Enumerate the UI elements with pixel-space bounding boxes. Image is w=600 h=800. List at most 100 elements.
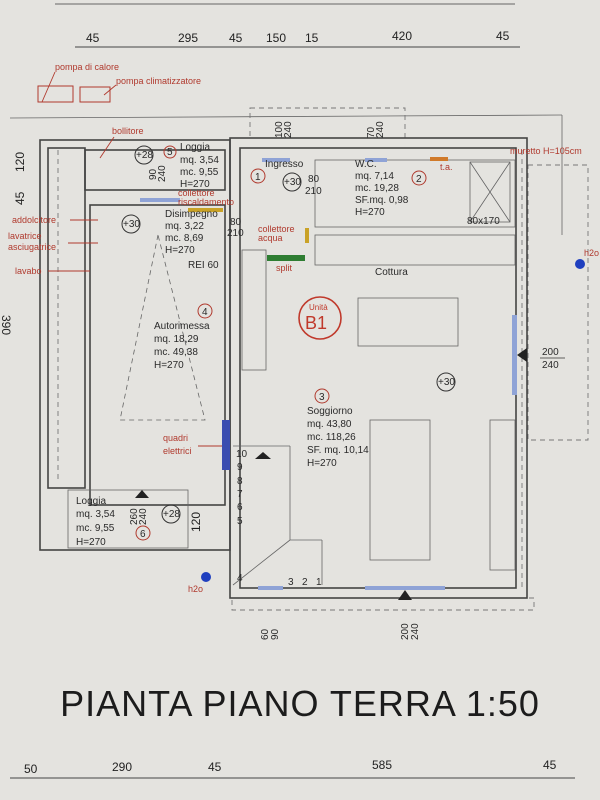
dim-top-2: 45 — [229, 31, 243, 45]
entry-arrow-icon — [398, 590, 412, 600]
room-name: W.C. — [355, 159, 377, 170]
label-collettore-acqua-2: acqua — [258, 233, 283, 243]
stair-step: 7 — [237, 489, 243, 500]
room-volume: mc. 118,26 — [307, 432, 356, 443]
room-height: H=270 — [165, 245, 195, 256]
label-cottura: Cottura — [375, 267, 408, 278]
fire-rating: REI 60 — [188, 260, 219, 271]
label-ta: t.a. — [440, 162, 453, 172]
window-ingresso — [262, 158, 290, 162]
opening-width: 90 — [148, 168, 159, 180]
stair-step: 10 — [236, 449, 248, 460]
room-number: 3 — [319, 392, 325, 403]
room-loggia-5: 5 Loggia mq. 3,54 mc. 9,55 H=270 +28 90 … — [134, 142, 219, 190]
room-name: Loggia — [76, 496, 106, 507]
room-volume: mc. 9,55 — [180, 167, 219, 178]
split-unit — [267, 255, 305, 261]
door-height: 90 — [270, 628, 281, 640]
room-height: H=270 — [355, 207, 385, 218]
annotations: bollitore collettore riscaldamento colle… — [8, 126, 599, 594]
opening-height: 240 — [138, 508, 149, 525]
window-width: 200 — [542, 347, 559, 358]
plan-title: PIANTA PIANO TERRA 1:50 — [60, 683, 540, 724]
room-height: H=270 — [76, 537, 106, 548]
dim-top-6: 45 — [496, 29, 510, 43]
room-volume: mc. 49,38 — [154, 347, 198, 358]
room-area: mq. 43,80 — [307, 419, 352, 430]
label-quadri: quadri — [163, 433, 188, 443]
label-collettore-acqua-1: collettore — [258, 224, 295, 234]
label-muretto: muretto H=105cm — [510, 146, 582, 156]
room-number: 1 — [255, 172, 261, 183]
unit-badge: Unità B1 — [298, 296, 342, 340]
level-marker: +28 — [163, 509, 180, 520]
label-pompa-clima: pompa climatizzatore — [116, 76, 201, 86]
unit-label: Unità — [309, 303, 328, 312]
label-lavabo: lavabo — [15, 266, 42, 276]
heating-collector — [188, 208, 223, 212]
dim-bottom-3: 585 — [372, 758, 392, 772]
stair-up-arrow-icon — [255, 452, 271, 459]
room-name: Loggia — [180, 142, 210, 153]
entry-arrow-icon — [517, 348, 527, 362]
room-name: Autorimessa — [154, 321, 210, 332]
water-point-right-icon — [575, 259, 585, 269]
label-bollitore: bollitore — [112, 126, 144, 136]
dim-bottom-0: 50 — [24, 762, 38, 776]
dim-left-45: 45 — [13, 191, 27, 205]
label-elettrici: elettrici — [163, 446, 192, 456]
level-marker: +30 — [284, 177, 301, 188]
room-height: H=270 — [307, 458, 337, 469]
room-number: 4 — [202, 307, 208, 318]
room-window-area: SF.mq. 0,98 — [355, 195, 409, 206]
level-marker: +28 — [136, 150, 153, 161]
entry-arrow-icon — [135, 490, 149, 498]
ac-pump-unit — [79, 86, 111, 103]
dim-bottom-2: 45 — [208, 760, 222, 774]
room-disimpegno: Disimpegno mq. 3,22 mc. 8,69 H=270 REI 6… — [121, 209, 244, 271]
opening-height: 240 — [375, 121, 386, 138]
dim-bottom-1: 290 — [112, 760, 132, 774]
room-name: Soggiorno — [307, 406, 353, 417]
dim-top-1: 295 — [178, 31, 198, 45]
window-soggiorno-right — [512, 315, 517, 395]
water-collector — [305, 228, 309, 243]
label-h2o-right: h2o — [584, 248, 599, 258]
window-stair — [258, 586, 283, 590]
top-dimension-chain: 45 295 45 150 15 420 45 — [55, 3, 520, 48]
room-volume: mc. 9,55 — [76, 523, 115, 534]
staircase: 10 9 8 7 6 5 4 3 2 1 — [232, 445, 323, 588]
room-wc: W.C. mq. 7,14 mc. 19,28 SF.mq. 0,98 H=27… — [355, 121, 500, 227]
stair-step: 1 — [316, 577, 322, 588]
room-volume: mc. 8,69 — [165, 233, 204, 244]
room-area: mq. 3,22 — [165, 221, 204, 232]
door-width: 80 — [230, 217, 242, 228]
window-wc — [365, 158, 387, 162]
opening-width: 260 — [129, 508, 140, 525]
window-loggia5 — [140, 198, 180, 202]
stair-step: 2 — [302, 577, 308, 588]
window-soggiorno-bottom — [365, 586, 445, 590]
stair-step: 3 — [288, 577, 294, 588]
shower-size: 80x170 — [467, 216, 500, 227]
window-width: 200 — [400, 623, 411, 640]
door-width: 80 — [308, 174, 320, 185]
room-ingresso: Ingresso 1 +30 80 210 100 240 — [250, 121, 322, 197]
depth-dim: 120 — [189, 512, 203, 532]
room-area: mq. 3,54 — [76, 509, 115, 520]
room-area: mq. 7,14 — [355, 171, 394, 182]
opening-height: 240 — [157, 165, 168, 182]
room-number: 2 — [416, 174, 422, 185]
level-marker: +30 — [438, 377, 455, 388]
label-collettore-risc-2: riscaldamento — [178, 197, 234, 207]
room-height: H=270 — [180, 179, 210, 190]
door-height: 210 — [305, 186, 322, 197]
window-height: 240 — [542, 360, 559, 371]
opening-width: 70 — [366, 126, 377, 138]
label-h2o-left: h2o — [188, 584, 203, 594]
room-soggiorno: 3 Soggiorno mq. 43,80 mc. 118,26 SF. mq.… — [260, 347, 565, 640]
door-height: 210 — [227, 228, 244, 239]
unit-code: B1 — [305, 313, 327, 333]
water-point-left-icon — [201, 572, 211, 582]
label-split: split — [276, 263, 293, 273]
